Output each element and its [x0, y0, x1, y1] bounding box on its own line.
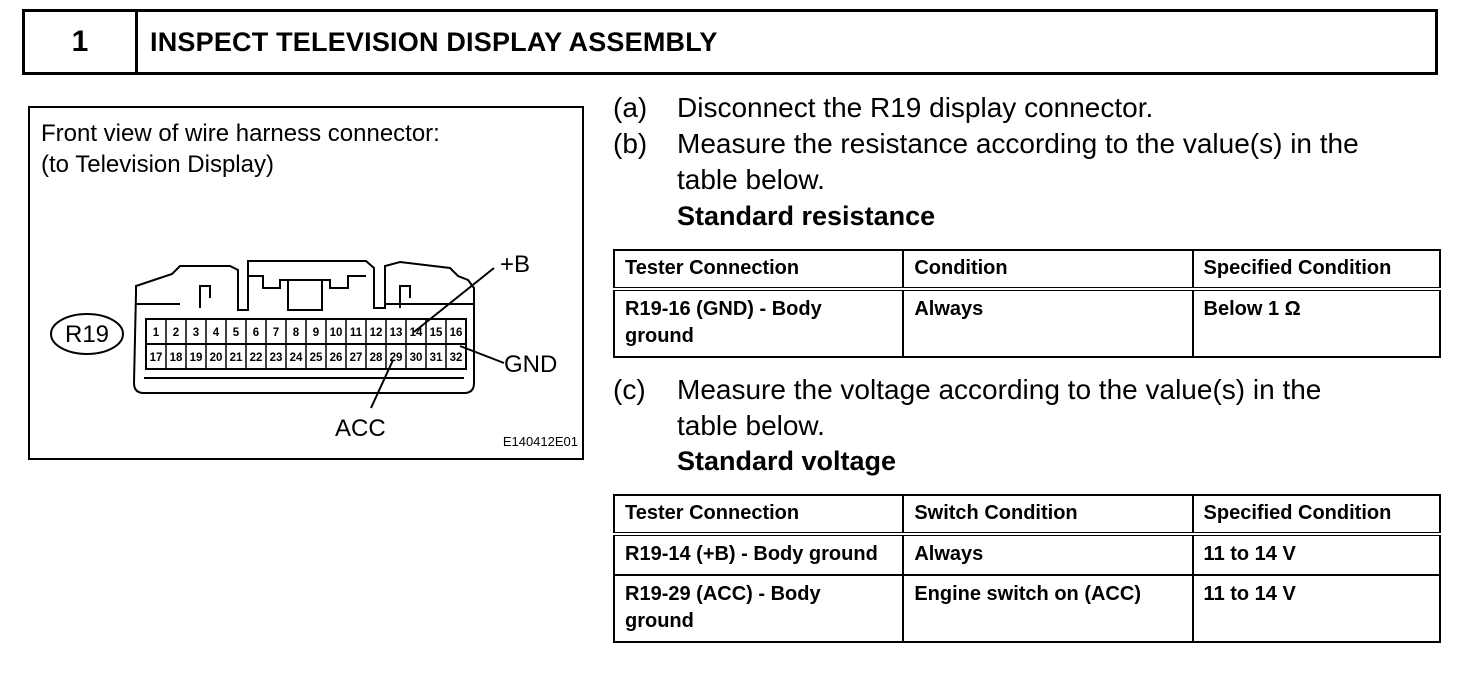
specified-condition-cell: Below 1 Ω	[1191, 288, 1442, 358]
pin-number-label: 32	[450, 352, 463, 364]
pin-number-label: 6	[253, 327, 259, 339]
pin-number-label: 4	[213, 327, 220, 339]
pin-number-label: 10	[330, 327, 343, 339]
switch-condition-cell: Always	[902, 533, 1194, 576]
switch-condition-cell: Engine switch on (ACC)	[902, 574, 1194, 643]
specified-condition-cell: 11 to 14 V	[1191, 533, 1442, 576]
step-b-text-line1: Measure the resistance according to the …	[677, 128, 1359, 159]
pin-number-label: 23	[270, 352, 283, 364]
step-b-label: (b)	[613, 128, 648, 159]
step-number: 1	[25, 12, 138, 72]
column-header: Switch Condition	[902, 494, 1194, 536]
column-header: Specified Condition	[1191, 249, 1442, 291]
pin-number-label: 31	[430, 352, 443, 364]
step-a-text: Disconnect the R19 display connector.	[677, 92, 1154, 123]
image-code: E140412E01	[503, 434, 578, 449]
pin-number-label: 12	[370, 327, 383, 339]
tester-connection-cell: R19-29 (ACC) - Body ground	[612, 574, 905, 643]
voltage-table: Tester Connection Switch Condition Speci…	[612, 494, 1442, 643]
pin-number-label: 21	[230, 352, 243, 364]
table-header-row: Tester Connection Condition Specified Co…	[612, 249, 1442, 291]
column-header: Tester Connection	[612, 494, 905, 536]
step-c-label: (c)	[613, 374, 646, 405]
pin-number-label: 1	[153, 327, 160, 339]
pin-number-label: 8	[293, 327, 300, 339]
column-header: Tester Connection	[612, 249, 905, 291]
standard-voltage-heading: Standard voltage	[677, 446, 897, 476]
step-c-text-line2: table below.	[677, 410, 825, 441]
table-row: R19-16 (GND) - Body ground Always Below …	[612, 288, 1442, 358]
figure-caption-line2: (to Television Display)	[41, 151, 274, 178]
pin-number-label: 15	[430, 327, 443, 339]
pin-number-label: 7	[273, 327, 279, 339]
table-row: R19-29 (ACC) - Body ground Engine switch…	[612, 574, 1442, 643]
resistance-table: Tester Connection Condition Specified Co…	[612, 249, 1442, 358]
pin-number-label: 16	[450, 327, 463, 339]
connector-figure: Front view of wire harness connector: (t…	[28, 106, 584, 460]
pin-number-label: 28	[370, 352, 383, 364]
connector-id-label: R19	[65, 321, 109, 348]
pin-number-label: 17	[150, 352, 163, 364]
pin-number-label: 24	[290, 352, 303, 364]
pin-number-label: 26	[330, 352, 343, 364]
pin-number-label: 9	[313, 327, 319, 339]
connector-id-badge	[50, 313, 124, 355]
figure-caption-line1: Front view of wire harness connector:	[41, 120, 440, 147]
pin-number-label: 20	[210, 352, 223, 364]
pin-number-label: 19	[190, 352, 203, 364]
gnd-callout: GND	[504, 351, 557, 378]
table-row: R19-14 (+B) - Body ground Always 11 to 1…	[612, 533, 1442, 576]
pin-number-label: 2	[173, 327, 179, 339]
plus-b-callout: +B	[500, 251, 530, 278]
specified-condition-cell: 11 to 14 V	[1191, 574, 1442, 643]
section-title: INSPECT TELEVISION DISPLAY ASSEMBLY	[150, 26, 718, 57]
section-header: 1 INSPECT TELEVISION DISPLAY ASSEMBLY	[22, 9, 1438, 75]
pin-number-label: 30	[410, 352, 423, 364]
pin-number-label: 11	[350, 327, 363, 339]
column-header: Condition	[902, 249, 1194, 291]
tester-connection-cell: R19-14 (+B) - Body ground	[612, 533, 905, 576]
standard-resistance-heading: Standard resistance	[677, 201, 936, 231]
pin-number-label: 18	[170, 352, 183, 364]
pin-number-label: 3	[193, 327, 199, 339]
pin-number-label: 22	[250, 352, 263, 364]
step-a-label: (a)	[613, 92, 648, 123]
table-header-row: Tester Connection Switch Condition Speci…	[612, 494, 1442, 536]
condition-cell: Always	[902, 288, 1194, 358]
pin-number-label: 14	[410, 327, 423, 339]
tester-connection-cell: R19-16 (GND) - Body ground	[612, 288, 905, 358]
column-header: Specified Condition	[1191, 494, 1442, 536]
step-b-text-line2: table below.	[677, 164, 825, 195]
pin-number-label: 25	[310, 352, 323, 364]
pin-number-label: 27	[350, 352, 363, 364]
step-c-text-line1: Measure the voltage according to the val…	[677, 374, 1322, 405]
acc-callout: ACC	[335, 415, 386, 442]
pin-number-label: 5	[233, 327, 240, 339]
pin-number-label: 13	[390, 327, 403, 339]
